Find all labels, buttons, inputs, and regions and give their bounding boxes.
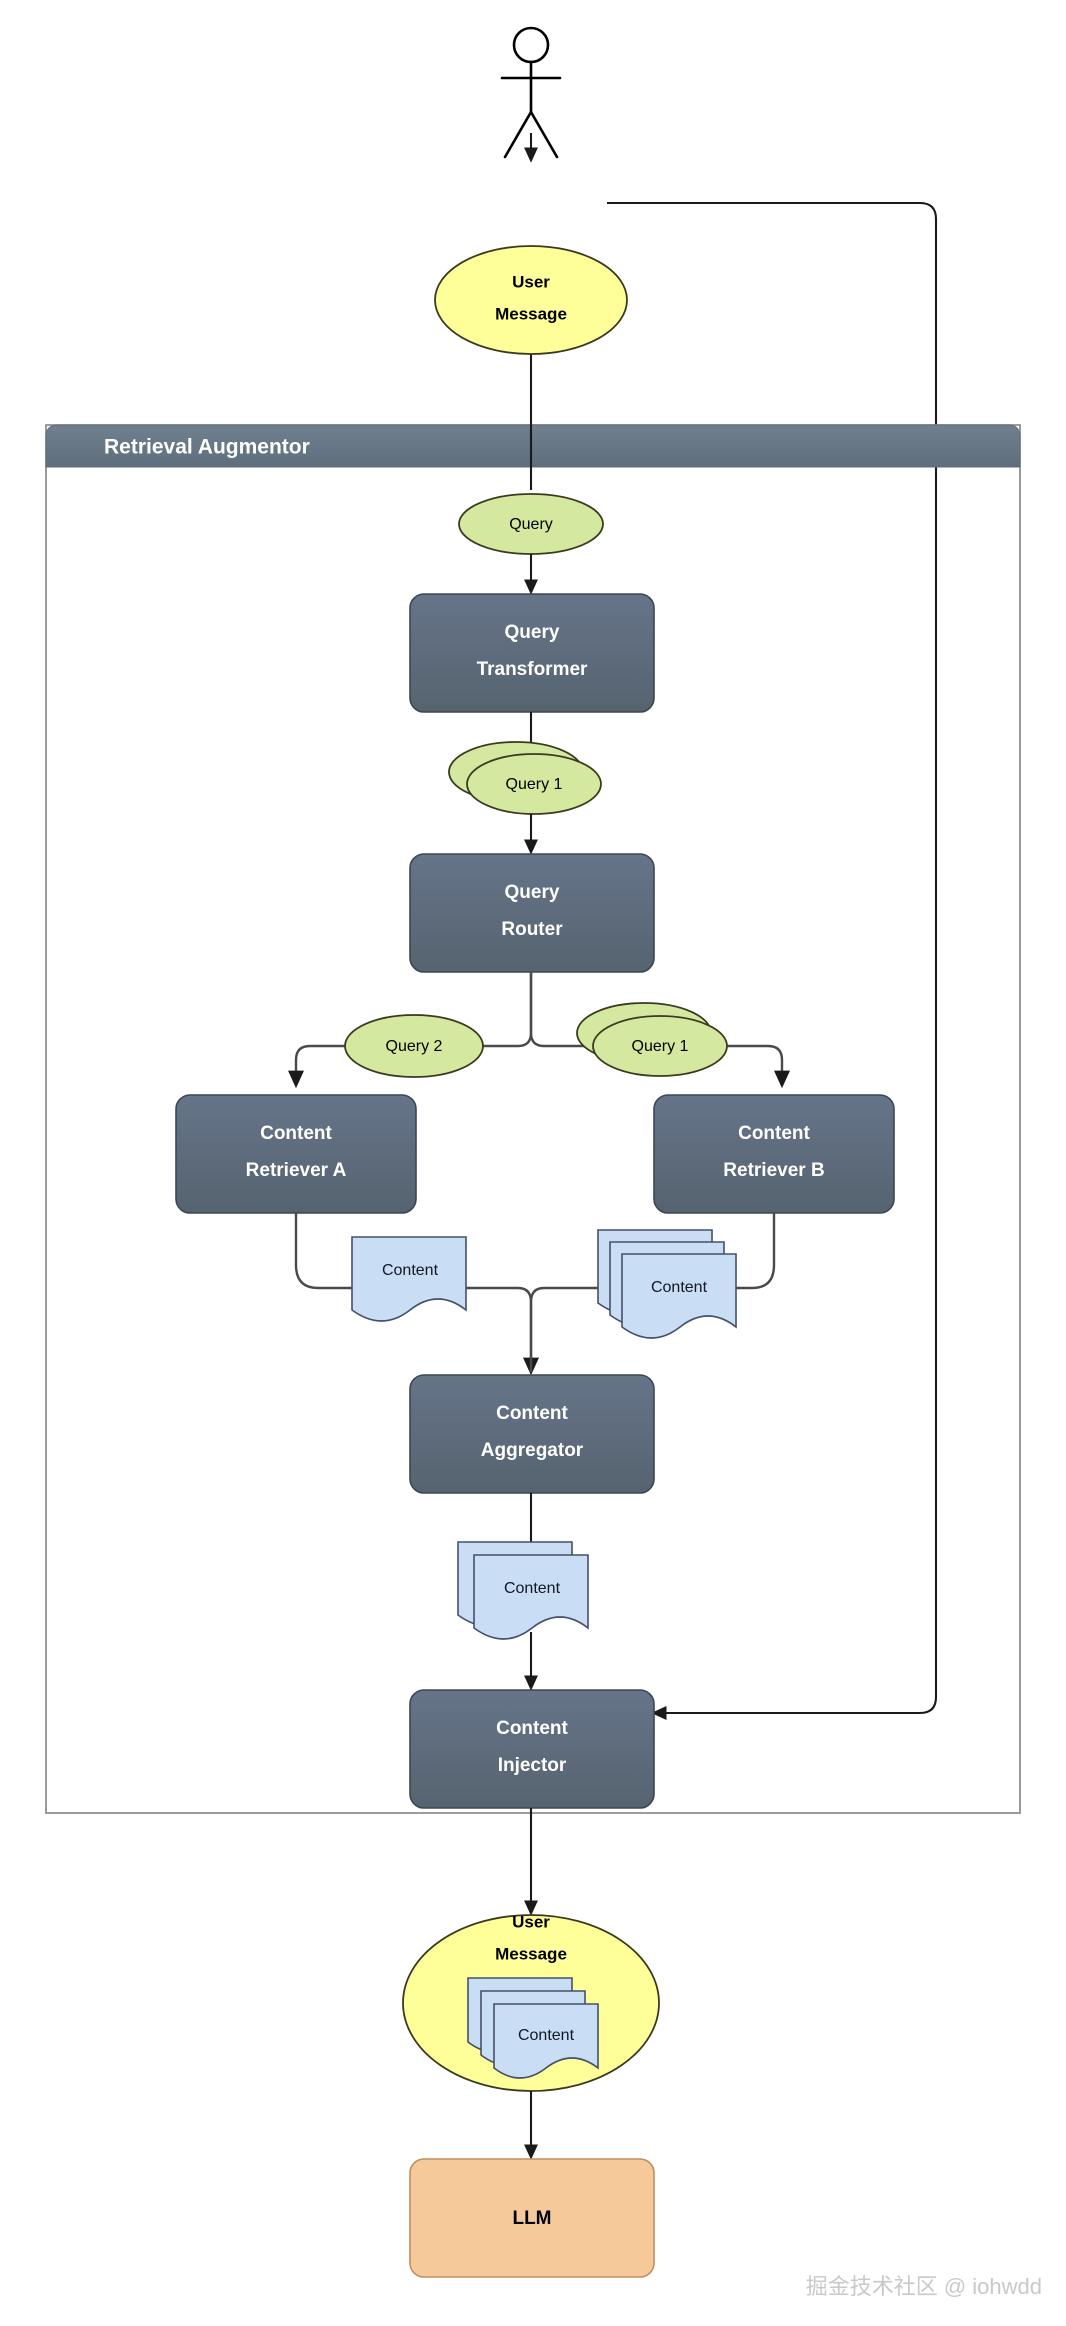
node-content-retriever-a[interactable]: Content Retriever A [175, 1094, 417, 1214]
node-content-doc-final[interactable]: Content [467, 1977, 599, 2079]
content-doc-aggregated-label: Content [504, 1580, 561, 1597]
query-1-branch-label: Query 1 [632, 1038, 689, 1055]
group-title: Retrieval Augmentor [104, 436, 310, 459]
node-query-router[interactable]: Query Router [409, 853, 655, 973]
node-query-1-stack[interactable]: Query 1 [448, 741, 602, 815]
query-transformer-line2: Transformer [477, 659, 588, 680]
node-content-doc-b[interactable]: Content [597, 1229, 737, 1339]
node-query-2[interactable]: Query 2 [344, 1014, 484, 1078]
node-user-message-top[interactable]: User Message [434, 245, 628, 355]
node-query-transformer[interactable]: Query Transformer [409, 593, 655, 713]
node-query[interactable]: Query [458, 493, 604, 555]
user-message-top-line1: User [512, 272, 550, 291]
stick-figure-icon [500, 26, 562, 159]
llm-label: LLM [512, 2208, 551, 2229]
node-content-doc-a[interactable]: Content [351, 1236, 467, 1322]
watermark: 掘金技术社区 @ iohwdd [806, 2274, 1042, 2299]
content-doc-final-label: Content [518, 2027, 575, 2044]
node-content-injector[interactable]: Content Injector [409, 1689, 655, 1809]
query-label: Query [509, 516, 553, 533]
node-user-message-bottom[interactable]: User Message Content [402, 1912, 660, 2092]
content-doc-b-label: Content [651, 1279, 708, 1296]
content-doc-a-label: Content [382, 1262, 439, 1279]
edge-user-message-to-content-injector [607, 201, 938, 1720]
user-message-bottom-line2: Message [495, 1944, 567, 1963]
user-message-top-line2: Message [495, 304, 567, 323]
query-router-line1: Query [505, 882, 560, 903]
group-retrieval-augmentor: Retrieval Augmentor [45, 424, 1021, 1814]
query-transformer-line1: Query [505, 622, 560, 643]
content-retriever-a-line1: Content [260, 1123, 332, 1144]
query-router-line2: Router [501, 919, 563, 940]
query-2-label: Query 2 [386, 1038, 443, 1055]
content-retriever-b-line1: Content [738, 1123, 810, 1144]
node-content-aggregator[interactable]: Content Aggregator [409, 1374, 655, 1494]
node-content-retriever-b[interactable]: Content Retriever B [653, 1094, 895, 1214]
content-aggregator-line1: Content [496, 1403, 568, 1424]
content-aggregator-line2: Aggregator [481, 1440, 584, 1461]
node-llm[interactable]: LLM [409, 2158, 655, 2278]
node-query-1-branch[interactable]: Query 1 [576, 1002, 728, 1077]
content-retriever-b-line2: Retriever B [723, 1160, 824, 1181]
content-injector-line1: Content [496, 1718, 568, 1739]
content-retriever-a-line2: Retriever A [246, 1160, 347, 1181]
content-injector-line2: Injector [498, 1755, 567, 1776]
user-message-bottom-line1: User [512, 1912, 550, 1931]
node-content-doc-aggregated[interactable]: Content [457, 1541, 589, 1640]
query-1-stack-label: Query 1 [506, 776, 563, 793]
